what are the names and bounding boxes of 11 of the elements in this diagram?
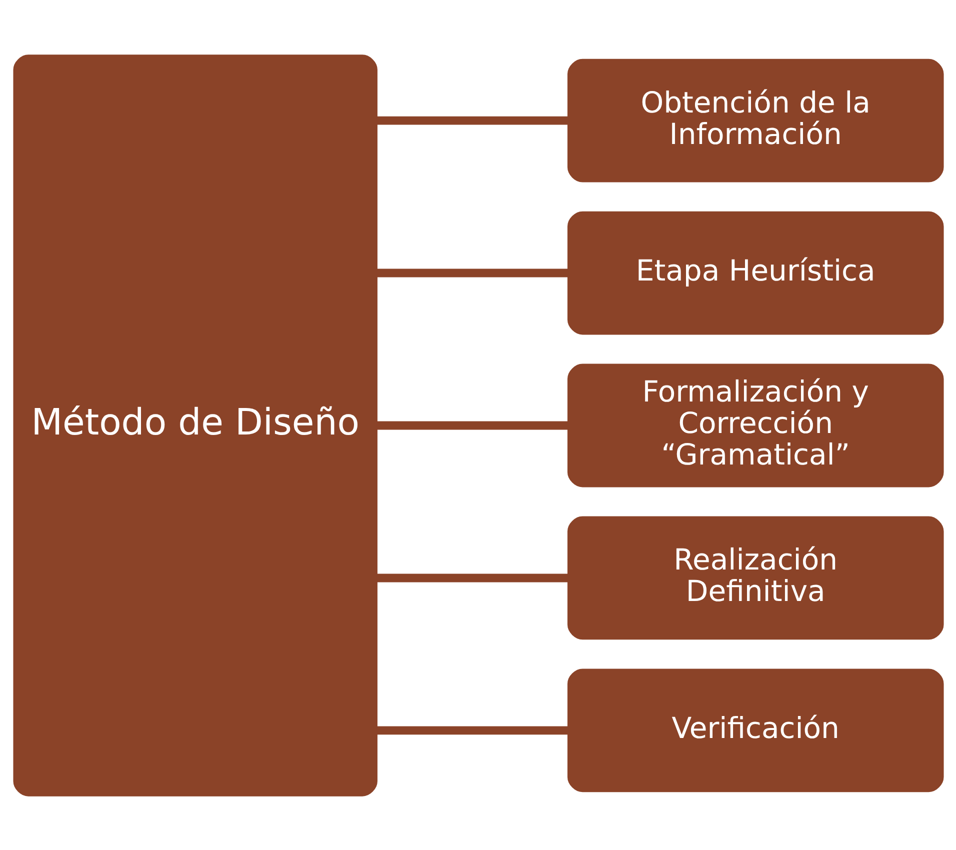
node-box: Etapa Heurística [566, 210, 944, 334]
connector [376, 573, 568, 582]
node-box: Verificación [566, 668, 944, 792]
node-box: Obtención de la Información [566, 58, 944, 182]
node-box: Formalización y Corrección “Gramatical” [566, 363, 944, 487]
connector [376, 116, 568, 124]
connector [376, 726, 568, 734]
node-box: Realización Definitiva [566, 516, 944, 640]
connector [376, 268, 568, 277]
connector [376, 420, 568, 430]
node-box: Método de Diseño [12, 54, 377, 796]
